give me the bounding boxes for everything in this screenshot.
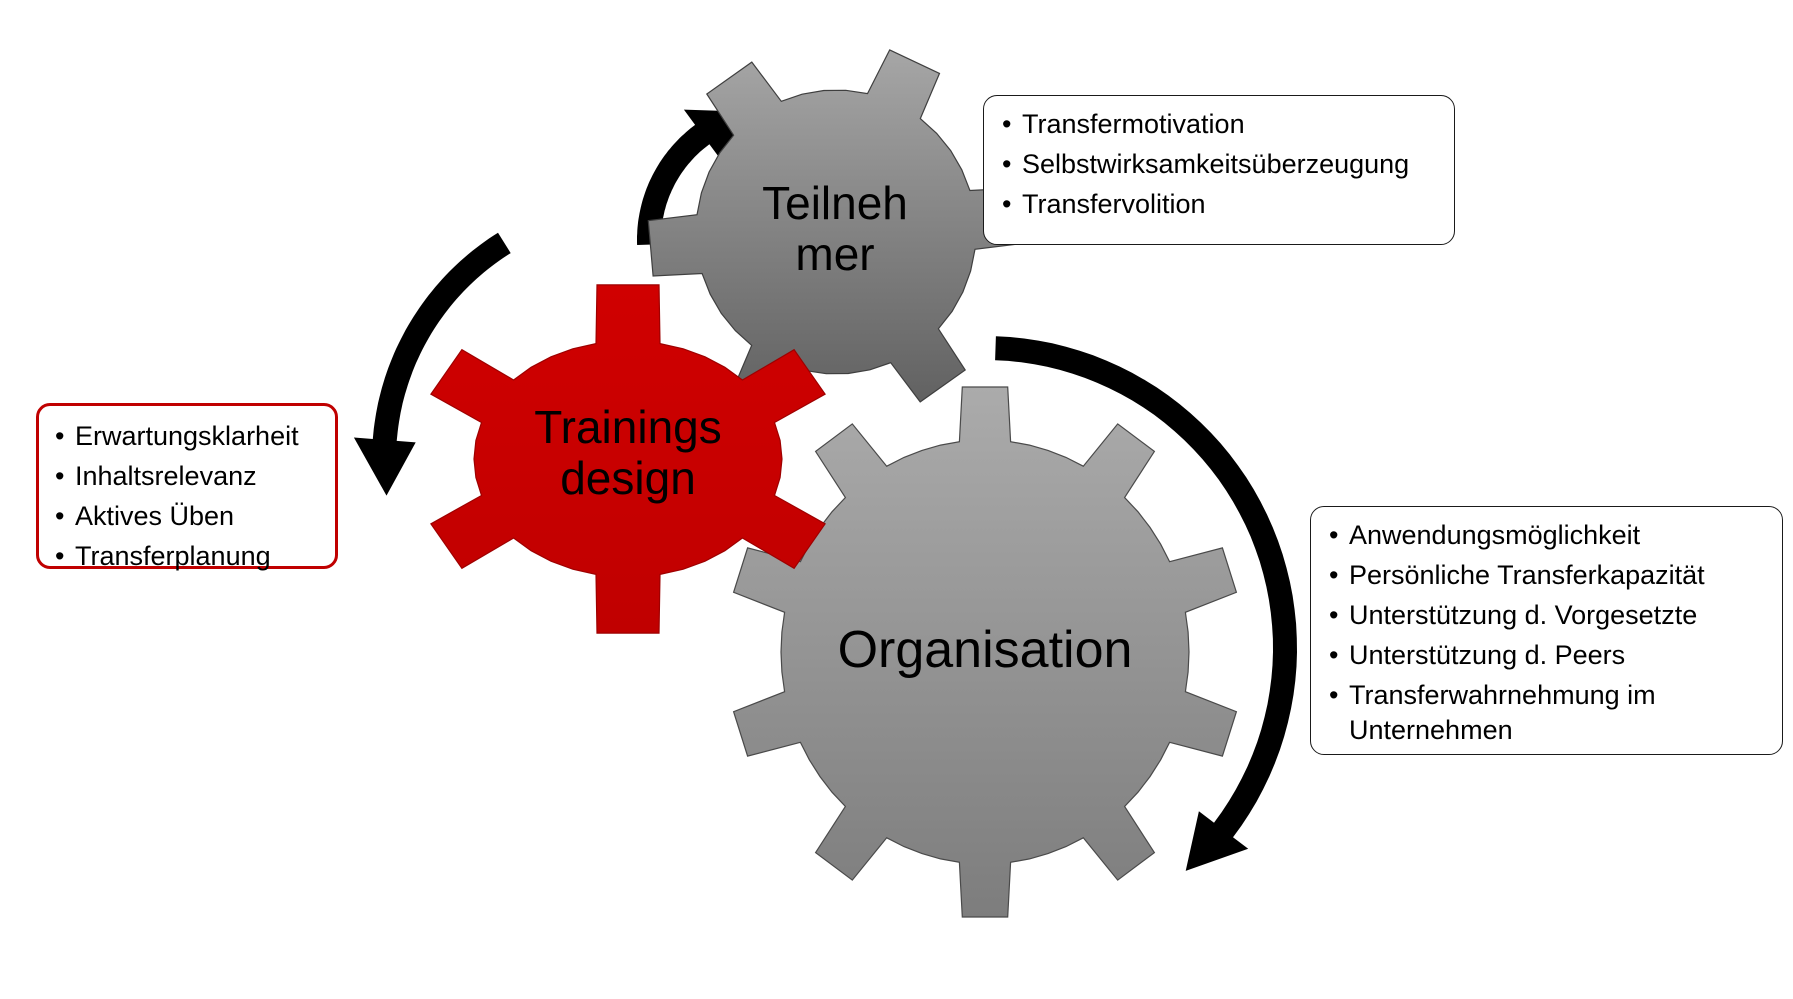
list-item: Transfervolition — [998, 184, 1454, 224]
list-item: Transferwahrnehmung im Unternehmen — [1325, 678, 1782, 748]
list-item: Unterstützung d. Peers — [1325, 638, 1782, 673]
gear-teilnehmer-label: Teilneh mer — [720, 178, 950, 279]
gear-teilnehmer-label-line1: Teilneh — [762, 177, 908, 229]
organisation-factors-list: Anwendungsmöglichkeit Persönliche Transf… — [1311, 507, 1782, 748]
arrow-to-trainingsdesign — [353, 232, 511, 496]
teilnehmer-factors-box: Transfermotivation Selbstwirksamkeitsübe… — [983, 95, 1455, 245]
gear-trainingsdesign-label: Trainings design — [478, 402, 778, 503]
list-item: Transfermotivation — [998, 104, 1454, 144]
list-item: Inhaltsrelevanz — [51, 456, 335, 496]
gear-organisation-shape — [732, 386, 1238, 918]
list-item: Erwartungsklarheit — [51, 416, 335, 456]
list-item: Selbstwirksamkeitsüberzeugung — [998, 144, 1454, 184]
list-item: Transferplanung — [51, 536, 335, 576]
trainingsdesign-factors-box: Erwartungsklarheit Inhaltsrelevanz Aktiv… — [36, 403, 338, 576]
arrow-around-organisation — [995, 336, 1297, 871]
organisation-factors-box: Anwendungsmöglichkeit Persönliche Transf… — [1310, 506, 1783, 755]
list-item: Aktives Üben — [51, 496, 335, 536]
list-item: Unterstützung d. Vorgesetzte — [1325, 598, 1782, 633]
gear-organisation-label: Organisation — [837, 621, 1133, 679]
gear-trainingsdesign-label-line2: design — [560, 451, 696, 504]
gear-trainingsdesign-shape — [430, 284, 826, 634]
list-item: Anwendungsmöglichkeit — [1325, 518, 1782, 553]
list-item: Persönliche Transferkapazität — [1325, 558, 1782, 593]
trainingsdesign-factors-list: Erwartungsklarheit Inhaltsrelevanz Aktiv… — [39, 406, 335, 576]
teilnehmer-factors-list: Transfermotivation Selbstwirksamkeitsübe… — [984, 96, 1454, 224]
gear-teilnehmer-label-line2: mer — [795, 227, 875, 280]
gear-trainingsdesign-label-line1: Trainings — [534, 401, 722, 453]
arrow-teilnehmer-upward — [637, 109, 753, 245]
